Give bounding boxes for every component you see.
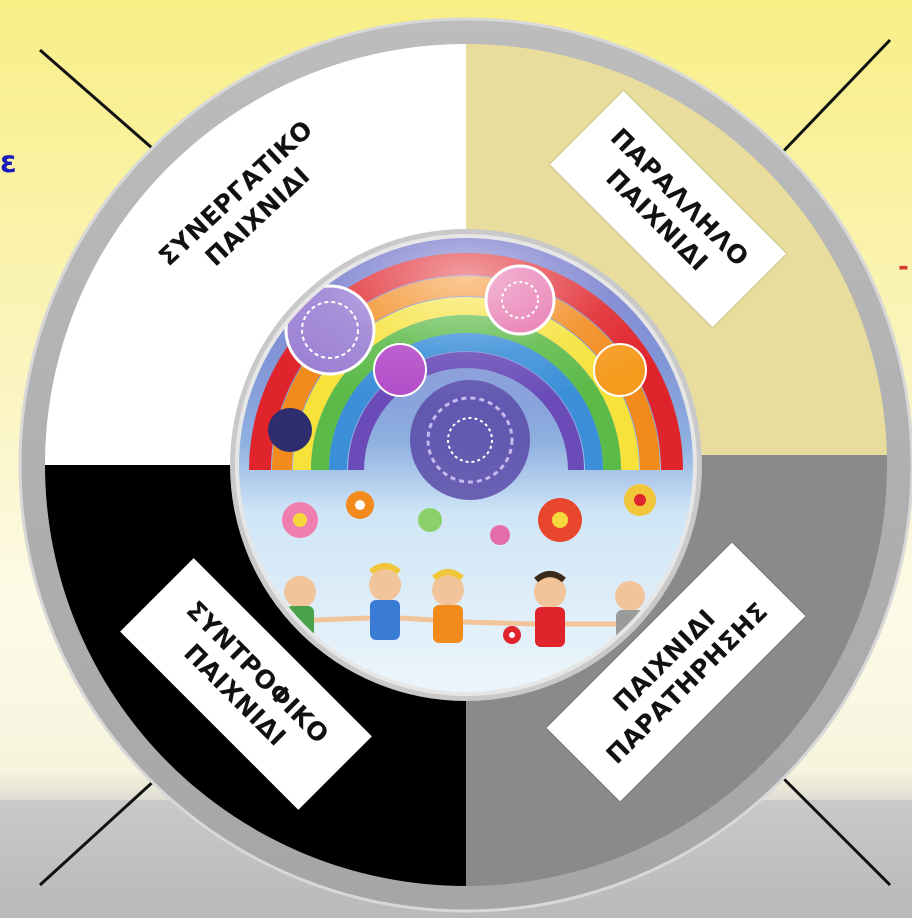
diagonal-line-bottom-right (778, 773, 892, 887)
cropped-right-text: - (898, 252, 909, 282)
diagonal-line-bottom-left (38, 778, 157, 887)
diagonal-line-top-left (39, 48, 161, 157)
diagonal-line-top-right (773, 38, 892, 162)
cropped-left-text: ε (0, 145, 17, 180)
center-illustration (237, 236, 695, 694)
